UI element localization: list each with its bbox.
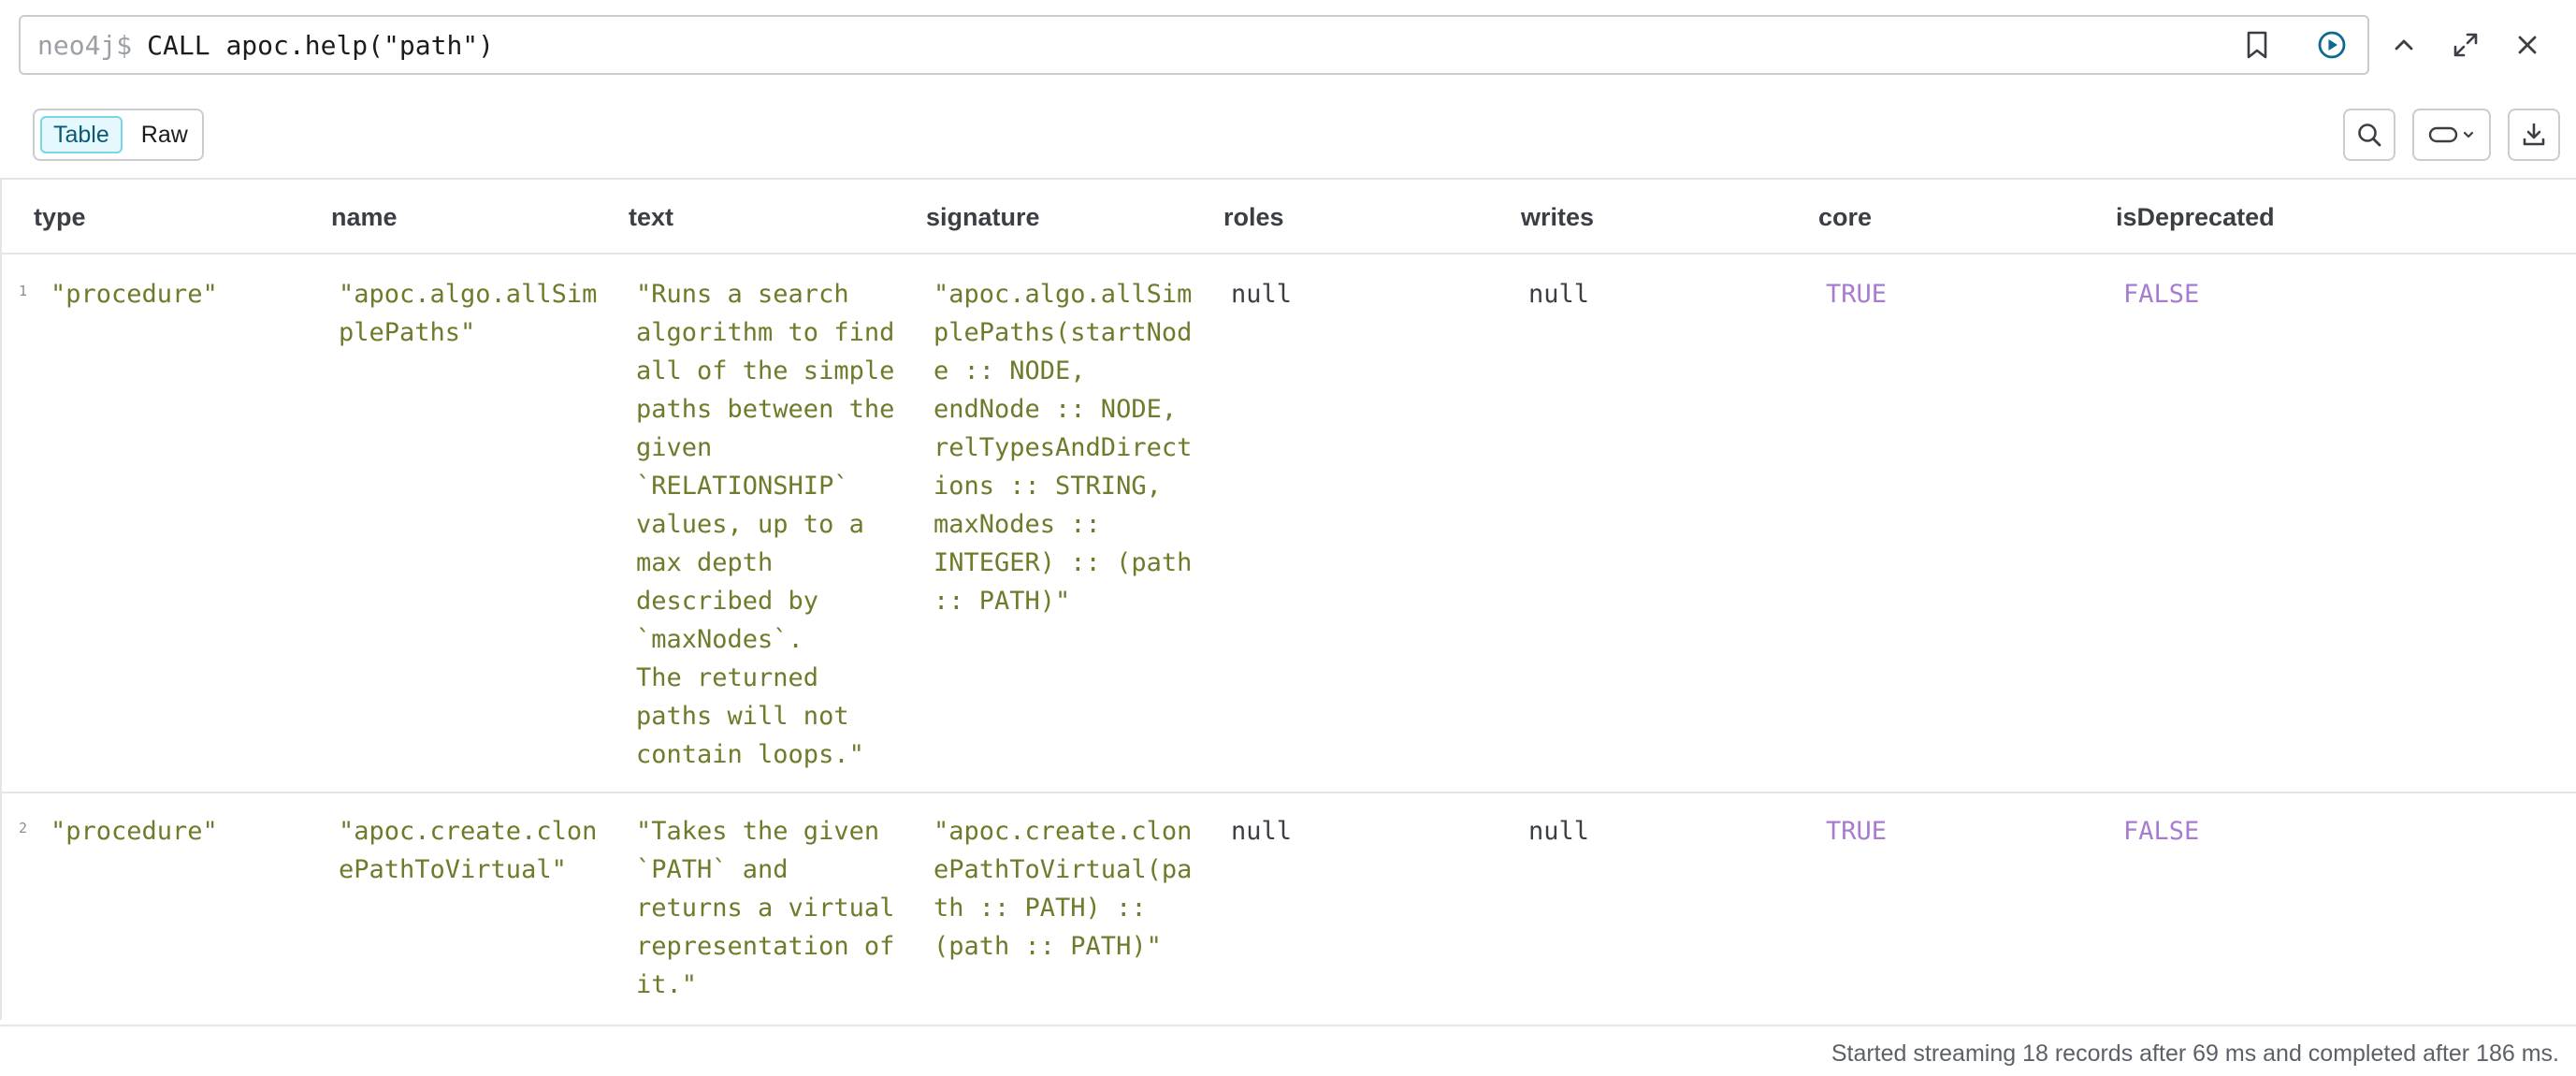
column-header-roles[interactable]: roles (1223, 202, 1284, 231)
column-header-signature[interactable]: signature (926, 202, 1040, 231)
column-header-type[interactable]: type (34, 202, 86, 231)
search-icon (2358, 124, 2381, 147)
bookmark-icon[interactable] (2238, 26, 2276, 64)
toolbar-divider (0, 178, 2576, 180)
column-header-isdeprecated[interactable]: isDeprecated (2116, 202, 2275, 231)
cell-core: TRUE (1826, 280, 1888, 309)
status-bar-text: Started streaming 18 records after 69 ms… (1831, 1040, 2559, 1067)
maximize-icon[interactable] (2445, 24, 2486, 65)
cell-text: "Takes the given `PATH` and returns a vi… (636, 817, 895, 999)
pill-toggle-icon (2428, 126, 2458, 143)
display-options-dropdown[interactable] (2412, 109, 2491, 161)
cell-signature: "apoc.create.clon ePathToVirtual(pa th :… (933, 817, 1193, 961)
cell-name: "apoc.create.clon ePathToVirtual" (339, 817, 598, 884)
column-header-core[interactable]: core (1818, 202, 1873, 231)
cell-writes: null (1528, 280, 1590, 309)
download-icon (2523, 123, 2545, 146)
run-query-play-icon[interactable] (2313, 26, 2351, 64)
row-number: 1 (19, 283, 28, 299)
cell-roles: null (1231, 280, 1293, 309)
cell-type: "procedure" (51, 817, 218, 846)
close-icon[interactable] (2507, 24, 2548, 65)
raw-view-button[interactable]: Raw (140, 121, 188, 148)
query-editor[interactable]: neo4j$ CALL apoc.help("path") (19, 15, 2369, 75)
cell-roles: null (1231, 817, 1293, 846)
column-header-writes[interactable]: writes (1521, 202, 1595, 231)
editor-prompt: neo4j$ (37, 29, 133, 61)
view-toggle: Table Raw (33, 109, 204, 161)
column-header-text[interactable]: text (629, 202, 674, 231)
table-row: 2 "procedure" "apoc.create.clon ePathToV… (0, 793, 2576, 1025)
cell-signature: "apoc.algo.allSim plePaths(startNod e ::… (933, 280, 1193, 616)
cell-type: "procedure" (51, 280, 218, 309)
header-divider-end (2383, 253, 2576, 254)
row-number: 2 (19, 820, 28, 836)
chevron-up-icon[interactable] (2383, 24, 2424, 65)
header-divider (0, 253, 2383, 254)
cell-writes: null (1528, 817, 1590, 846)
chevron-down-icon (2463, 131, 2474, 138)
cell-isdeprecated: FALSE (2123, 817, 2200, 846)
search-button[interactable] (2343, 109, 2395, 161)
status-divider (0, 1025, 2576, 1026)
table-left-border (0, 178, 2, 1020)
cell-text: "Runs a search algorithm to find all of … (636, 280, 895, 769)
cell-isdeprecated: FALSE (2123, 280, 2200, 309)
table-header: type name text signature roles writes co… (0, 180, 2576, 254)
table-row: 1 "procedure" "apoc.algo.allSim plePaths… (0, 254, 2576, 792)
table-view-button[interactable]: Table (40, 116, 123, 153)
row-divider (0, 792, 2576, 793)
column-header-name[interactable]: name (331, 202, 398, 231)
cell-core: TRUE (1826, 817, 1888, 846)
query-text[interactable]: CALL apoc.help("path") (147, 29, 495, 61)
download-button[interactable] (2508, 109, 2560, 161)
cell-name: "apoc.algo.allSim plePaths" (339, 280, 598, 347)
